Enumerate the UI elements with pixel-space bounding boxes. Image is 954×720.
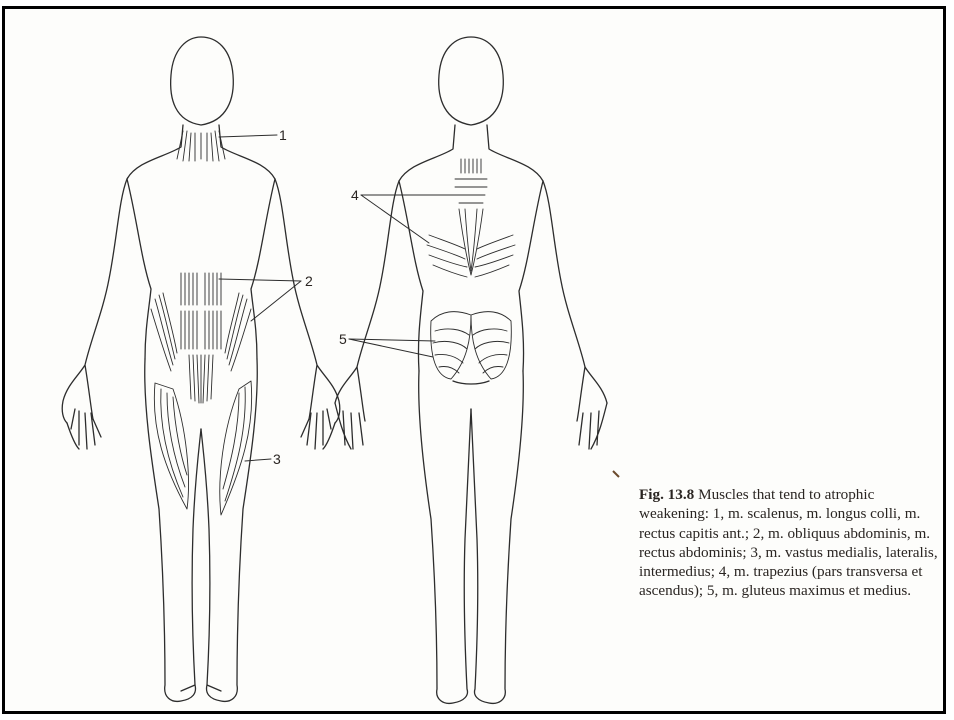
label-5: 5: [339, 331, 347, 347]
label-4: 4: [351, 187, 359, 203]
anatomy-figure: 1 2 3 4 5: [5, 9, 946, 714]
stray-mark: [613, 471, 619, 477]
label-3: 3: [273, 451, 281, 467]
caption-text: Muscles that tend to atrophic weakening:…: [639, 486, 938, 599]
front-muscle-abdomen: [151, 273, 251, 403]
back-body-outline: [335, 37, 607, 703]
figure-number: Fig. 13.8: [639, 486, 694, 503]
label-1: 1: [279, 127, 287, 143]
back-muscle-gluteus: [431, 312, 512, 379]
label-2: 2: [305, 273, 313, 289]
back-muscle-trapezius: [427, 159, 515, 277]
figure-frame: 1 2 3 4 5 Fig. 13.8 Muscles that tend to…: [2, 6, 946, 714]
front-muscle-neck: [177, 131, 225, 161]
figure-caption: Fig. 13.8 Muscles that tend to atrophic …: [639, 485, 939, 601]
